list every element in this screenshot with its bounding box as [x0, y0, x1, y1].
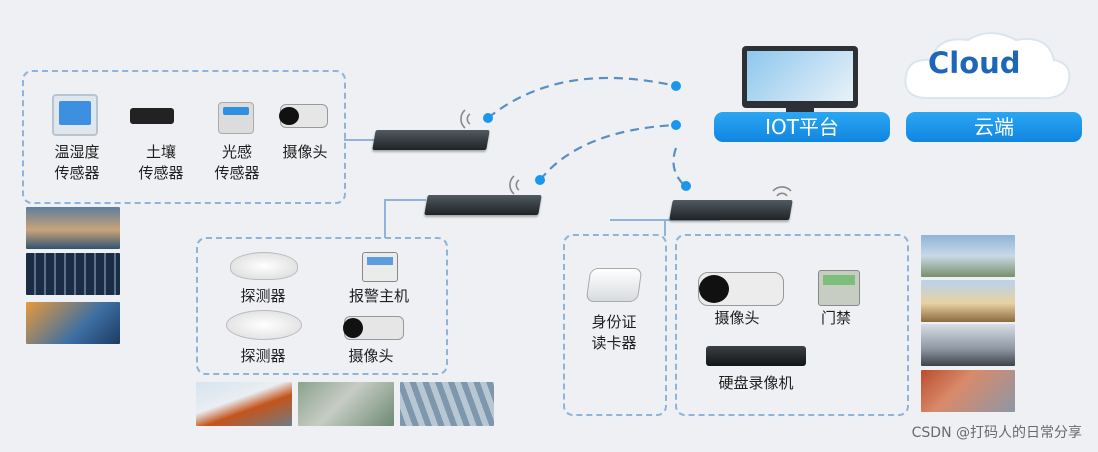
thermo-hygrometer-icon [52, 94, 98, 136]
network-switch-3 [669, 200, 793, 220]
cloud-shape [898, 28, 1074, 106]
sensor-label-3: 光感传感器 [214, 143, 260, 182]
id-card-reader-icon [585, 268, 643, 302]
cloud-pill: 云端 [906, 112, 1082, 142]
soil-sensor-icon [130, 108, 174, 124]
detector-label-1: 探测器 [240, 287, 286, 305]
camera-icon-middle [343, 316, 404, 340]
network-switch-2 [424, 195, 542, 215]
right-security-group [675, 234, 909, 416]
alarm-host-label: 报警主机 [348, 287, 409, 305]
detector-label-2: 探测器 [240, 347, 286, 365]
highway-photo [298, 382, 394, 426]
camera-label-middle: 摄像头 [348, 347, 394, 365]
building-photo [26, 302, 120, 344]
factory-photo [921, 324, 1015, 366]
access-label: 门禁 [820, 309, 851, 327]
watermark: CSDN @打码人的日常分享 [911, 425, 1082, 441]
dvr-icon [706, 346, 806, 366]
alarm-host-icon [362, 252, 398, 282]
cloud-logo-text: Cloud [928, 46, 1021, 80]
city-photo [26, 207, 120, 249]
access-keypad-icon [818, 270, 860, 306]
ceiling-detector-icon [226, 310, 302, 340]
mall-photo [921, 370, 1015, 412]
dvr-label: 硬盘录像机 [718, 374, 794, 392]
train-photo [196, 382, 292, 426]
monitor-icon [742, 46, 858, 108]
camera-icon-right [698, 272, 784, 306]
top-sensor-group [22, 70, 346, 204]
camera-label-right: 摄像头 [714, 309, 760, 327]
camera-icon [279, 104, 328, 128]
station-photo [400, 382, 494, 426]
id-reader-label: 身份证读卡器 [591, 313, 637, 352]
middle-security-group [196, 237, 448, 375]
sensor-label-2: 土壤传感器 [138, 143, 184, 182]
right-reader-group [563, 234, 667, 416]
hotel-photo [921, 280, 1015, 322]
apartment-photo [921, 235, 1015, 277]
server-room-photo [26, 253, 120, 295]
smoke-detector-icon [230, 252, 298, 280]
sensor-label-1: 温湿度传感器 [54, 143, 100, 182]
light-sensor-icon [218, 102, 254, 134]
sensor-label-4: 摄像头 [282, 143, 328, 161]
iot-platform-pill: IOT平台 [714, 112, 890, 142]
network-switch-1 [372, 130, 490, 150]
